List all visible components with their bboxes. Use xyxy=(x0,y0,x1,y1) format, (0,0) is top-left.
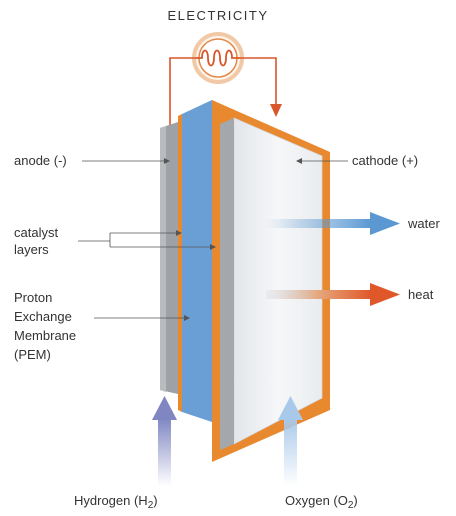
heat-output-arrow xyxy=(266,283,400,306)
external-circuit-wire xyxy=(169,57,282,128)
anode-label: anode (-) xyxy=(14,153,67,168)
catalyst-leader xyxy=(78,230,216,250)
hydrogen-subscript: 2 xyxy=(148,500,154,511)
hydrogen-input-arrow xyxy=(152,396,177,486)
anode-plate-face xyxy=(160,126,166,392)
cathode-label: cathode (+) xyxy=(352,153,418,168)
cathode-plate-edge xyxy=(220,118,234,450)
oxygen-label: Oxygen (O2) xyxy=(285,493,358,511)
pem-label-line2: Exchange xyxy=(14,309,72,324)
pem-label-line4: (PEM) xyxy=(14,347,51,362)
lightbulb-filament-icon xyxy=(192,32,244,84)
hydrogen-label: Hydrogen (H2) xyxy=(74,493,158,511)
oxygen-input-arrow xyxy=(278,396,303,486)
heat-label: heat xyxy=(408,287,434,302)
catalyst-label-line1: catalyst xyxy=(14,225,58,240)
anode-catalyst-layer xyxy=(178,114,182,412)
proton-exchange-membrane xyxy=(182,100,212,422)
catalyst-label-line2: layers xyxy=(14,242,49,257)
water-label: water xyxy=(407,216,440,231)
cathode-plate xyxy=(233,117,323,445)
oxygen-subscript: 2 xyxy=(348,500,354,511)
pem-label-line1: Proton xyxy=(14,290,52,305)
cathode-catalyst-layer xyxy=(212,100,220,424)
water-output-arrow xyxy=(266,212,400,235)
diagram-title: ELECTRICITY xyxy=(167,8,268,23)
pem-label-line3: Membrane xyxy=(14,328,76,343)
